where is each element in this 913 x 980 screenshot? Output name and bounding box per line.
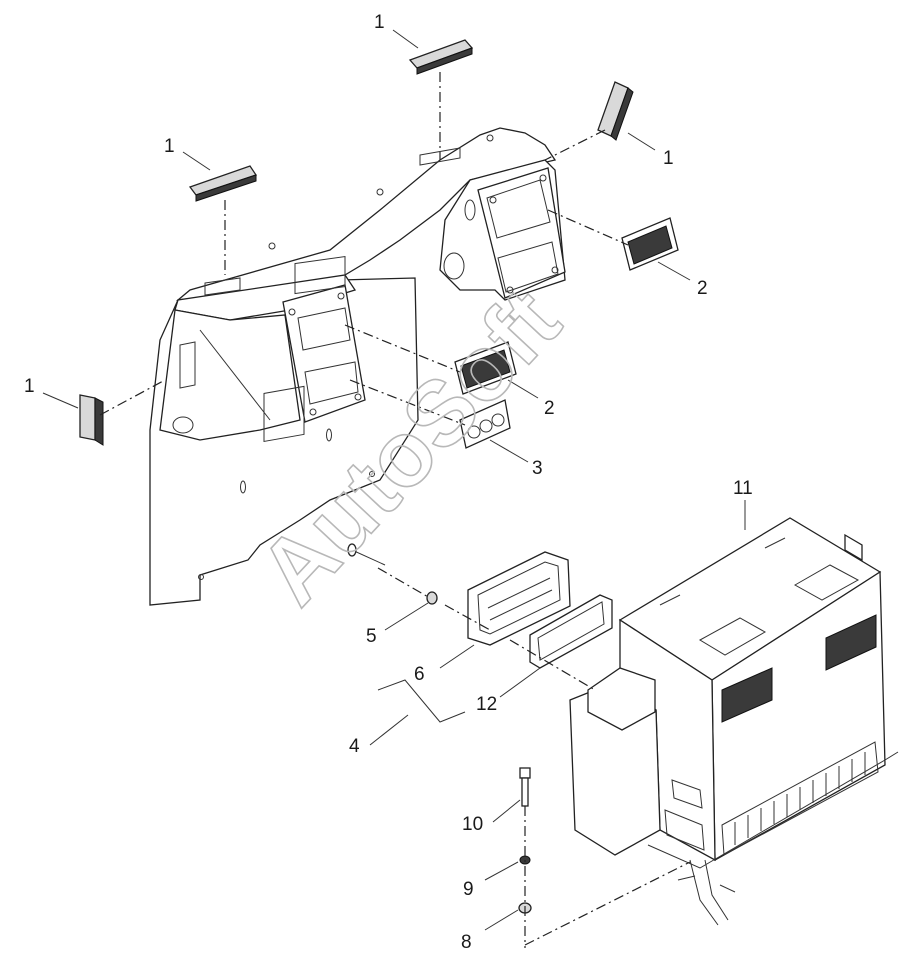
callout-4: 4 xyxy=(349,736,360,757)
louver-vent-right xyxy=(621,217,679,271)
callout-1-top: 1 xyxy=(374,12,385,33)
callout-9: 9 xyxy=(463,879,474,900)
callout-1-left: 1 xyxy=(24,376,35,397)
callout-12: 12 xyxy=(476,694,497,715)
vent-grille-right xyxy=(597,81,634,141)
callout-6: 6 xyxy=(414,664,425,685)
callout-10: 10 xyxy=(462,814,483,835)
vent-grille-top xyxy=(408,39,474,75)
callout-2-right: 2 xyxy=(697,278,708,299)
assembly-axis-lines xyxy=(99,72,691,948)
vent-grille-upper-left xyxy=(188,165,258,202)
callout-1-right: 1 xyxy=(663,148,674,169)
callout-2-center: 2 xyxy=(544,398,555,419)
louver-vent-center xyxy=(454,341,517,395)
air-duct xyxy=(467,551,571,646)
air-filter xyxy=(529,594,613,669)
leader-lines xyxy=(42,29,746,931)
bolt-10 xyxy=(519,767,531,807)
bolt-and-washer xyxy=(347,543,438,605)
switch-panel xyxy=(459,399,511,449)
callout-8: 8 xyxy=(461,932,472,953)
callout-3: 3 xyxy=(532,458,543,479)
callout-11: 11 xyxy=(733,478,753,499)
callout-5: 5 xyxy=(366,626,377,647)
heater-unit xyxy=(569,517,899,926)
callout-1-left-upper: 1 xyxy=(164,136,175,157)
dashboard-panel xyxy=(149,127,566,606)
vent-grille-left xyxy=(79,394,104,446)
